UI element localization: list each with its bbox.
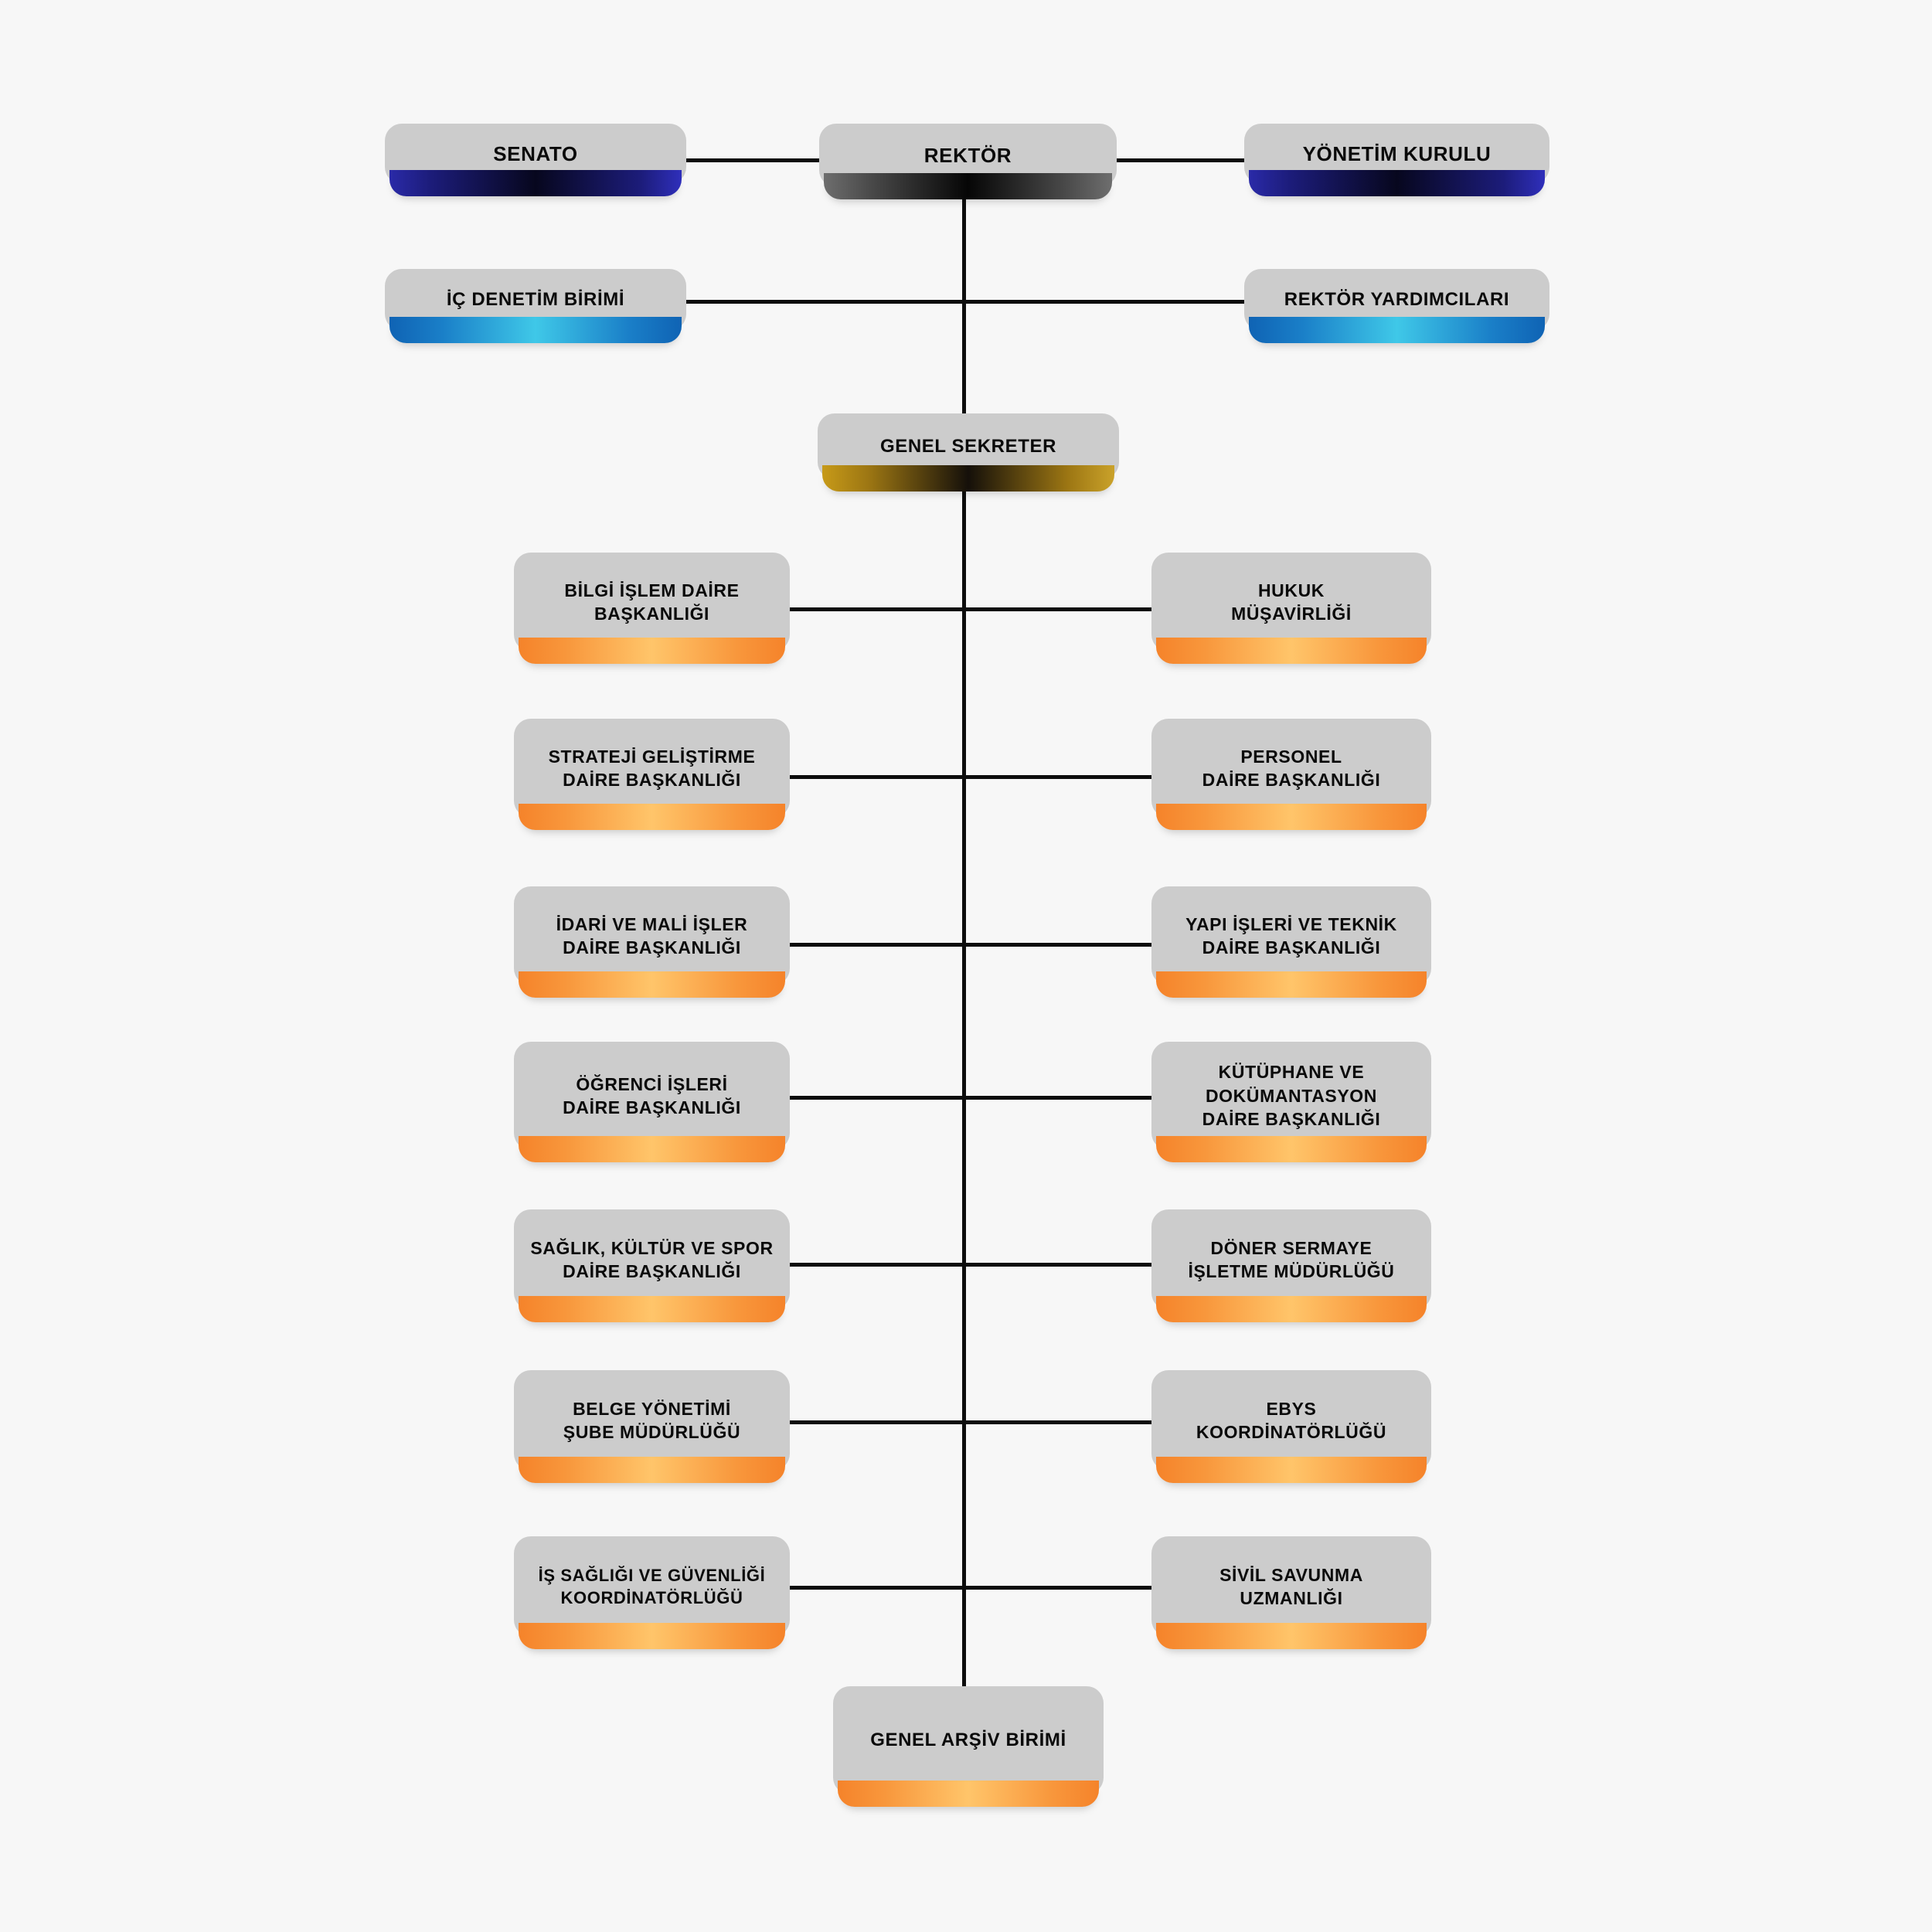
node-label: BELGE YÖNETİMİ ŞUBE MÜDÜRLÜĞÜ bbox=[563, 1398, 741, 1442]
node-label: REKTÖR YARDIMCILARI bbox=[1284, 289, 1510, 311]
connector-dept-row-2 bbox=[788, 775, 1159, 779]
node-yapi-isleri-ve-teknik-daire-baskanligi[interactable]: YAPI İŞLERİ VE TEKNİK DAİRE BAŞKANLIĞI bbox=[1151, 886, 1431, 998]
connector-dept-row-6 bbox=[788, 1420, 1159, 1424]
node-ebys-koordinatorlugu[interactable]: EBYS KOORDİNATÖRLÜĞÜ bbox=[1151, 1370, 1431, 1483]
node-label: HUKUK MÜŞAVİRLİĞİ bbox=[1231, 580, 1352, 624]
node-label: GENEL ARŞİV BİRİMİ bbox=[870, 1730, 1066, 1751]
trunk-rektor-to-sekreter bbox=[962, 192, 966, 447]
node-idari-ve-mali-isler-daire-baskanligi[interactable]: İDARİ VE MALİ İŞLER DAİRE BAŞKANLIĞI bbox=[514, 886, 790, 998]
node-label: İÇ DENETİM BİRİMİ bbox=[446, 289, 625, 311]
node-personel-daire-baskanligi[interactable]: PERSONEL DAİRE BAŞKANLIĞI bbox=[1151, 719, 1431, 830]
node-kutuphane-ve-dokumantasyon-daire-baskanligi[interactable]: KÜTÜPHANE VE DOKÜMANTASYON DAİRE BAŞKANL… bbox=[1151, 1042, 1431, 1162]
connector-advisory-row bbox=[684, 300, 1248, 304]
node-label: KÜTÜPHANE VE DOKÜMANTASYON DAİRE BAŞKANL… bbox=[1202, 1062, 1381, 1130]
node-label: YÖNETİM KURULU bbox=[1302, 141, 1492, 165]
node-senato[interactable]: SENATO bbox=[385, 124, 686, 196]
node-label: ÖĞRENCİ İŞLERİ DAİRE BAŞKANLIĞI bbox=[563, 1073, 741, 1117]
node-label: REKTÖR bbox=[923, 143, 1012, 167]
node-label: STRATEJİ GELİŞTİRME DAİRE BAŞKANLIĞI bbox=[548, 746, 756, 790]
node-sivil-savunma-uzmanligi[interactable]: SİVİL SAVUNMA UZMANLIĞI bbox=[1151, 1536, 1431, 1649]
connector-dept-row-5 bbox=[788, 1263, 1159, 1267]
connector-dept-row-4 bbox=[788, 1096, 1159, 1100]
node-rektor[interactable]: REKTÖR bbox=[819, 124, 1117, 199]
node-label: SİVİL SAVUNMA UZMANLIĞI bbox=[1219, 1564, 1363, 1608]
connector-senato-rektor bbox=[684, 158, 823, 162]
node-label: İDARİ VE MALİ İŞLER DAİRE BAŞKANLIĞI bbox=[556, 913, 748, 957]
node-label: SENATO bbox=[493, 141, 578, 165]
node-label: BİLGİ İŞLEM DAİRE BAŞKANLIĞI bbox=[564, 580, 740, 624]
node-belge-yonetimi-sube-mudurlugu[interactable]: BELGE YÖNETİMİ ŞUBE MÜDÜRLÜĞÜ bbox=[514, 1370, 790, 1483]
node-strateji-gelistirme-daire-baskanligi[interactable]: STRATEJİ GELİŞTİRME DAİRE BAŞKANLIĞI bbox=[514, 719, 790, 830]
node-yonetim-kurulu[interactable]: YÖNETİM KURULU bbox=[1244, 124, 1549, 196]
node-label: SAĞLIK, KÜLTÜR VE SPOR DAİRE BAŞKANLIĞI bbox=[530, 1237, 774, 1281]
connector-dept-row-3 bbox=[788, 943, 1159, 947]
node-saglik-kultur-ve-spor-daire-baskanligi[interactable]: SAĞLIK, KÜLTÜR VE SPOR DAİRE BAŞKANLIĞI bbox=[514, 1209, 790, 1322]
node-rektor-yardimcilari[interactable]: REKTÖR YARDIMCILARI bbox=[1244, 269, 1549, 343]
node-bilgi-islem-daire-baskanligi[interactable]: BİLGİ İŞLEM DAİRE BAŞKANLIĞI bbox=[514, 553, 790, 664]
node-label: GENEL SEKRETER bbox=[880, 435, 1056, 457]
connector-dept-row-1 bbox=[788, 607, 1159, 611]
node-genel-sekreter[interactable]: GENEL SEKRETER bbox=[818, 413, 1119, 492]
node-ic-denetim-birimi[interactable]: İÇ DENETİM BİRİMİ bbox=[385, 269, 686, 343]
connector-rektor-yonetim bbox=[1113, 158, 1248, 162]
node-label: YAPI İŞLERİ VE TEKNİK DAİRE BAŞKANLIĞI bbox=[1185, 913, 1397, 957]
node-label: EBYS KOORDİNATÖRLÜĞÜ bbox=[1196, 1398, 1387, 1442]
node-genel-arsiv-birimi[interactable]: GENEL ARŞİV BİRİMİ bbox=[833, 1686, 1104, 1807]
trunk-sekreter-to-departments bbox=[962, 479, 966, 1712]
node-doner-sermaye-isletme-mudurlugu[interactable]: DÖNER SERMAYE İŞLETME MÜDÜRLÜĞÜ bbox=[1151, 1209, 1431, 1322]
node-ogrenci-isleri-daire-baskanligi[interactable]: ÖĞRENCİ İŞLERİ DAİRE BAŞKANLIĞI bbox=[514, 1042, 790, 1162]
node-hukuk-musavirligi[interactable]: HUKUK MÜŞAVİRLİĞİ bbox=[1151, 553, 1431, 664]
connector-dept-row-7 bbox=[788, 1586, 1159, 1590]
node-label: İŞ SAĞLIĞI VE GÜVENLİĞİ KOORDİNATÖRLÜĞÜ bbox=[538, 1565, 766, 1607]
node-label: PERSONEL DAİRE BAŞKANLIĞI bbox=[1202, 746, 1381, 790]
node-label: DÖNER SERMAYE İŞLETME MÜDÜRLÜĞÜ bbox=[1188, 1237, 1395, 1281]
node-is-sagligi-ve-guvenligi-koordinatorlugu[interactable]: İŞ SAĞLIĞI VE GÜVENLİĞİ KOORDİNATÖRLÜĞÜ bbox=[514, 1536, 790, 1649]
